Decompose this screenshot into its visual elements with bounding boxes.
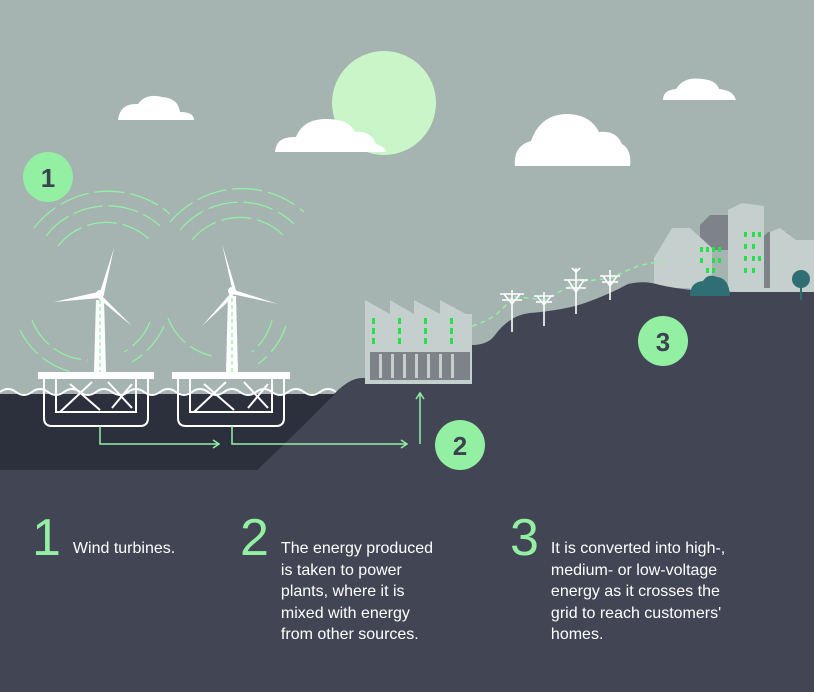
land <box>0 282 814 692</box>
flow-arrow <box>99 391 425 449</box>
cloud-icon <box>118 95 194 120</box>
pylon-icon <box>600 270 620 300</box>
step-badge-1: 1 <box>23 152 73 202</box>
step-badge-label: 2 <box>453 431 467 461</box>
step-text: It is converted into high-, medium- or l… <box>550 540 726 643</box>
pylon-icon <box>534 292 554 326</box>
step-text: Wind turbines. <box>72 540 176 557</box>
step-number: 1 <box>32 509 61 567</box>
wind-turbine-icon <box>172 244 290 427</box>
step-badge-3: 3 <box>638 316 688 366</box>
pylon-icon <box>500 290 524 332</box>
sun-icon <box>332 51 436 155</box>
tree-icon <box>792 270 810 300</box>
cloud-icon <box>514 114 631 166</box>
step-description-2: 2 The energy produced is taken to power … <box>240 512 490 646</box>
cloud-icon <box>275 119 386 152</box>
wind-turbine-icon <box>38 248 154 427</box>
power-plant-icon <box>365 300 472 384</box>
step-description-3: 3 It is converted into high-, medium- or… <box>510 512 800 646</box>
step-description-1: 1 Wind turbines. <box>32 512 222 564</box>
step-number: 3 <box>510 509 539 567</box>
wind-arcs <box>167 187 305 365</box>
pylon-icon <box>564 267 588 314</box>
step-badge-2: 2 <box>435 420 485 470</box>
cloud-icon <box>663 78 736 100</box>
city <box>654 203 814 292</box>
step-badge-label: 1 <box>41 163 55 193</box>
grid-line <box>471 261 665 327</box>
step-number: 2 <box>240 509 269 567</box>
step-badge-label: 3 <box>656 327 670 357</box>
step-text: The energy produced is taken to power pl… <box>280 540 434 643</box>
bush-icon <box>690 275 730 296</box>
